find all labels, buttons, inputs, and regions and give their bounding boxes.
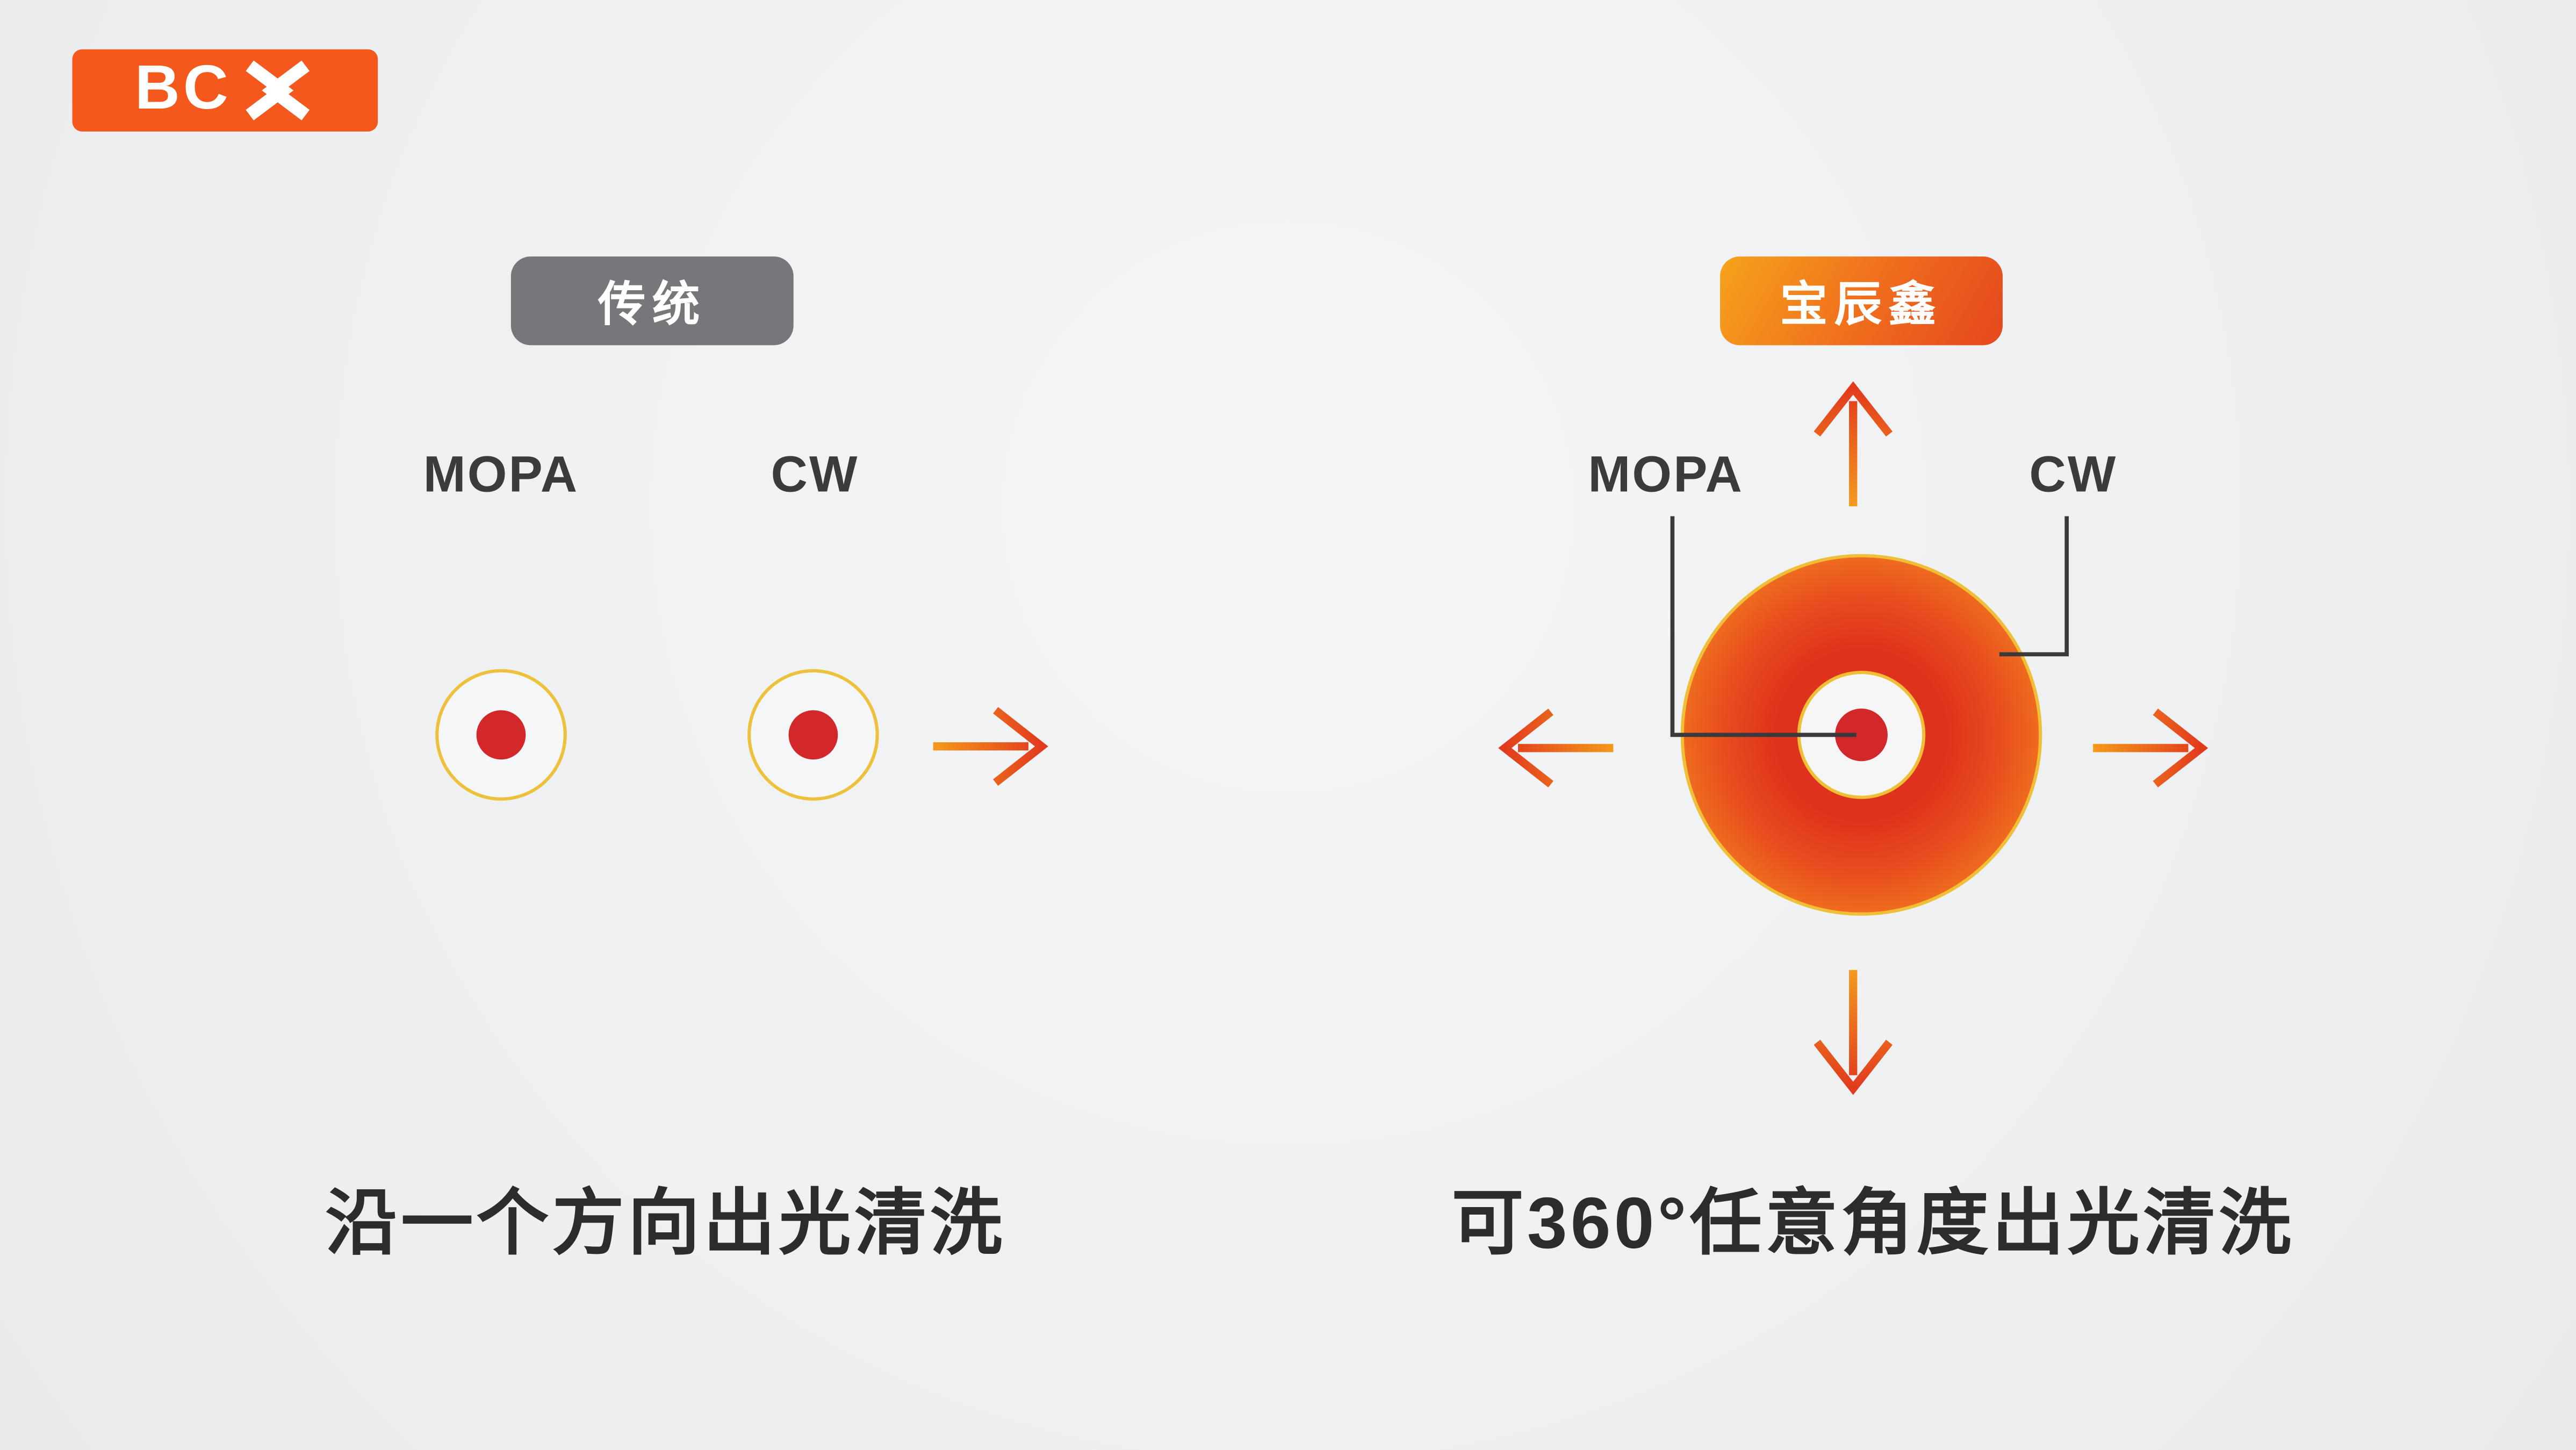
cw-beam-dot: [788, 710, 838, 760]
single-direction-arrow-right-icon: [933, 707, 1048, 786]
left-caption: 沿一个方向出光清洗: [325, 1183, 1006, 1265]
bcx-logo: BC: [72, 49, 378, 132]
bcx-badge: 宝辰鑫: [1720, 256, 2003, 346]
logo-text: BC: [134, 54, 232, 124]
mopa-beam-dot: [476, 710, 526, 760]
left-cw-label: CW: [771, 445, 859, 504]
traditional-badge: 传统: [510, 256, 794, 346]
arrow-down-icon: [1814, 970, 1893, 1095]
arrow-left-icon: [1498, 708, 1614, 788]
right-caption: 可360°任意角度出光清洗: [1451, 1183, 2294, 1265]
right-cw-label: CW: [2029, 445, 2118, 504]
left-mopa-label: MOPA: [423, 445, 579, 504]
logo-x-icon: [246, 60, 310, 120]
bcx-beam-core: [1797, 671, 1926, 799]
right-mopa-label: MOPA: [1588, 445, 1744, 504]
cw-beam-spot: [747, 669, 879, 801]
arrow-right-icon: [2093, 708, 2208, 788]
mopa-beam-spot: [435, 669, 567, 801]
arrow-up-icon: [1814, 381, 1893, 507]
callout-pointer-lines: [1670, 516, 2069, 737]
